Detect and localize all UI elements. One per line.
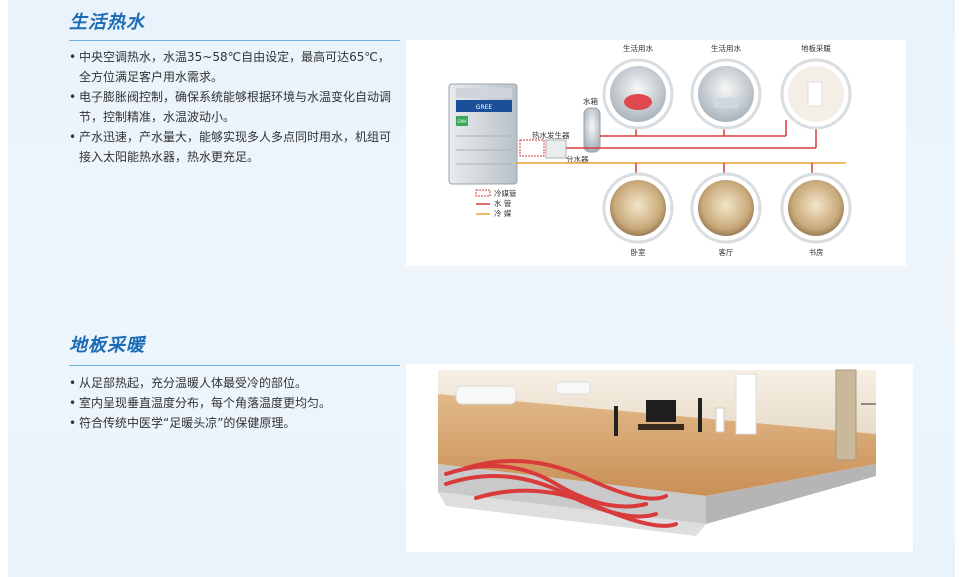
speaker-icon <box>698 398 702 432</box>
tv-stand-icon <box>638 424 684 430</box>
legend-water-pipe: 水 管 <box>494 198 512 208</box>
legend-refrigerant: 冷 媒 <box>494 208 512 218</box>
bottom-label-2: 客厅 <box>719 247 734 257</box>
room-circle-living-room <box>690 172 762 244</box>
usage-circle-domestic-water-1 <box>602 58 674 130</box>
section-divider <box>69 365 400 366</box>
bullet-item: 符合传统中医学“足暖头凉”的保健原理。 <box>69 413 399 433</box>
speaker-icon <box>614 406 618 436</box>
bullet-item: 中央空调热水，水温35~58℃自由设定，最高可达65℃，全方位满足客户用水需求。 <box>69 47 399 87</box>
top-label-2: 生活用水 <box>711 43 741 53</box>
column-icon <box>735 373 757 435</box>
unit-brand-text: GREE <box>476 104 493 111</box>
floor-heating-bullets: 从足部热起，充分温暖人体最受冷的部位。 室内呈现垂直温度分布，每个角落温度更均匀… <box>69 373 399 433</box>
floor-layer-insulation <box>438 492 706 536</box>
floor-heating-pipes <box>444 458 678 528</box>
water-tank-icon <box>583 107 601 153</box>
generator-label: 热水发生器 <box>532 130 570 140</box>
section-divider <box>69 40 400 41</box>
hot-water-diagram-svg: GREE GMV 冷媒管 水 管 冷 媒 热水发生器 <box>448 43 852 257</box>
unit-badge-text: GMV <box>457 119 467 124</box>
bottom-label-3: 书房 <box>809 247 824 257</box>
floor-heating-svg <box>438 369 876 536</box>
bullet-item: 从足部热起，充分温暖人体最受冷的部位。 <box>69 373 399 393</box>
section-title-hot-water: 生活热水 <box>69 12 145 33</box>
top-label-1: 生活用水 <box>623 43 653 53</box>
stone-pillar-icon <box>835 369 857 461</box>
bullet-item: 室内呈现垂直温度分布，每个角落温度更均匀。 <box>69 393 399 413</box>
floor-heating-illustration <box>406 364 913 552</box>
floor-layer-side <box>706 464 876 524</box>
manifold-label: 分水器 <box>566 154 589 164</box>
wooden-floor <box>438 394 876 496</box>
bullet-item: 产水迅速，产水量大，能够实现多人多点同时用水，机组可接入太阳能热水器，热水更充足… <box>69 127 399 167</box>
tank-label: 水箱 <box>583 96 598 106</box>
pipe-legend: 冷媒管 水 管 冷 媒 <box>475 188 517 218</box>
armchair-icon <box>555 381 591 395</box>
usage-circle-floor-heating <box>780 58 852 130</box>
section-title-floor-heating: 地板采暖 <box>69 335 145 356</box>
hot-water-bullets: 中央空调热水，水温35~58℃自由设定，最高可达65℃，全方位满足客户用水需求。… <box>69 47 399 167</box>
page-background: 生活热水 中央空调热水，水温35~58℃自由设定，最高可达65℃，全方位满足客户… <box>8 0 955 577</box>
bottom-label-1: 卧室 <box>631 247 646 257</box>
room-circle-bedroom <box>602 172 674 244</box>
usage-circle-domestic-water-2 <box>690 58 762 130</box>
top-label-3: 地板采暖 <box>801 43 831 53</box>
plant-pot-icon <box>715 407 725 433</box>
bullet-item: 电子膨胀阀控制，确保系统能够根据环境与水温变化自动调节，控制精准，水温波动小。 <box>69 87 399 127</box>
outdoor-unit-icon: GREE GMV <box>448 83 518 185</box>
sofa-icon <box>455 385 517 405</box>
hot-water-system-diagram: GREE GMV 冷媒管 水 管 冷 媒 热水发生器 <box>406 40 906 266</box>
hot-water-generator-icon <box>519 139 567 159</box>
room-circle-study <box>780 172 852 244</box>
legend-refrigerant-pipe: 冷媒管 <box>494 188 517 198</box>
tv-icon <box>646 400 676 422</box>
